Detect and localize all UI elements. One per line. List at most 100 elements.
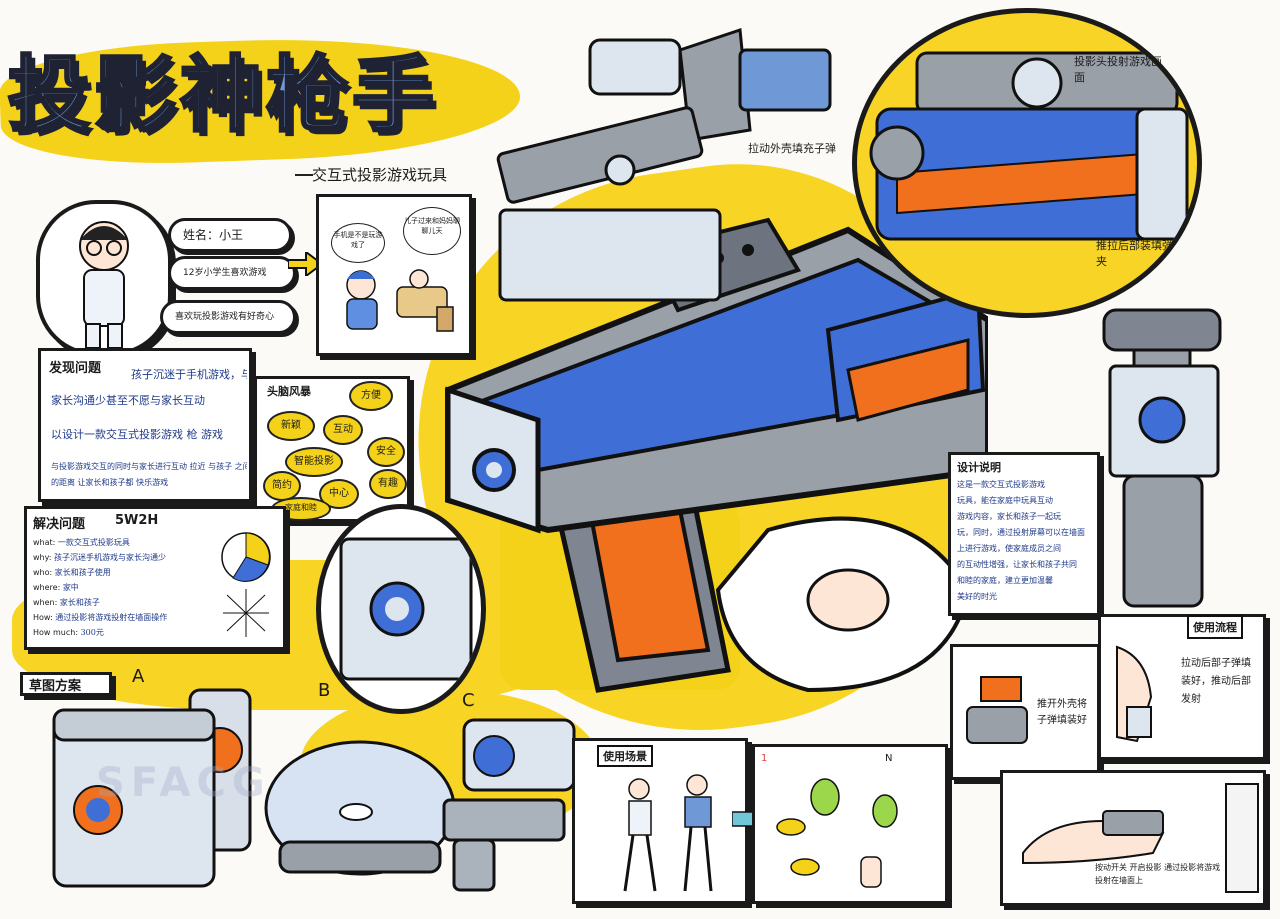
sketch-header: 草图方案: [20, 672, 112, 696]
problem-line-3: 以设计一款交互式投影游戏 枪 游戏: [51, 428, 223, 441]
callout-projection-head: 投影头投射游戏画面: [1074, 55, 1162, 84]
usage-step-3-text: 按动开关 开启投影 通过投影将游戏投射在墙面上: [1095, 863, 1221, 885]
detail-lens-drawing: [339, 537, 473, 681]
speech-bubble-parent-text: 儿子过来和妈妈聊聊儿天: [404, 217, 460, 235]
watermark: SFACG: [96, 760, 271, 806]
detail-barrel-drawing: [869, 51, 1189, 241]
design-note-line-5: 上进行游戏，使家庭成员之间: [957, 544, 1061, 553]
mindmap-node-5: 智能投影: [285, 447, 343, 477]
sketch-b-drawing: [264, 740, 456, 876]
projector-gun-illustration: [445, 217, 988, 693]
solve-row: why: 孩子沉迷手机游戏与家长沟通少: [33, 550, 209, 565]
solve-key: where:: [33, 583, 61, 592]
solve-row: who: 家长和孩子使用: [33, 565, 209, 580]
sketch-c-drawing: [442, 718, 576, 892]
solve-value: 通过投影将游戏投射在墙面操作: [55, 613, 168, 622]
solve-value: 一款交互式投影玩具: [57, 538, 130, 547]
solve-list: what: 一款交互式投影玩具 why: 孩子沉迷手机游戏与家长沟通少 who:…: [33, 535, 209, 640]
design-note-header: 设计说明: [957, 461, 1001, 474]
detail-circle-left: [316, 504, 486, 714]
design-note-panel: 设计说明 这是一款交互式投影游戏 玩具，能在家庭中玩具互动 游戏内容，家长和孩子…: [948, 452, 1100, 616]
speech-bubble-child-text: 手机是不是玩游戏了: [333, 231, 383, 249]
solve-value: 300元: [80, 628, 104, 637]
problem-line-5: 的距离 让家长和孩子都 快乐游戏: [51, 478, 169, 487]
game-screen-panel: 1 N: [752, 744, 948, 904]
mindmap-node-4: 方便: [349, 381, 393, 411]
solve-row: what: 一款交互式投影玩具: [33, 535, 209, 550]
pie-and-compass-sketch: [221, 532, 271, 637]
usage-step-1-panel: 推开外壳将子弹填装好: [950, 644, 1100, 780]
design-note-line-2: 玩具，能在家庭中玩具互动: [957, 496, 1053, 505]
callout-slide-rear: 推拉后部装填弹夹: [1096, 239, 1173, 268]
usage-step-2-panel: 使用流程 拉动后部子弹填装好，推动后部发射: [1098, 614, 1266, 760]
side-view-drawing: [1102, 308, 1222, 608]
solve-row: How much: 300元: [33, 625, 209, 640]
mindmap-node-9: 家庭和睦: [271, 497, 331, 521]
scenario-people-drawing: [623, 774, 713, 892]
solve-row: How: 通过投影将游戏投射在墙面操作: [33, 610, 209, 625]
speech-bubble-parent: 儿子过来和妈妈聊聊儿天: [403, 207, 461, 255]
mindmap-node-1: 新颖: [267, 411, 315, 441]
solve-header: 解决问题: [33, 517, 86, 532]
problem-header: 发现问题: [49, 361, 102, 376]
wall-panel-icon: [1225, 783, 1259, 893]
usage-step-2-text: 拉动后部子弹填装好，推动后部发射: [1181, 658, 1251, 705]
mindmap-node-6: 简约: [263, 471, 301, 501]
solve-key: who:: [33, 568, 53, 577]
design-note-line-3: 游戏内容，家长和孩子一起玩: [957, 512, 1061, 521]
solve-value: 家长和孩子使用: [54, 568, 111, 577]
top-projector-sketch: [496, 27, 832, 302]
scene-panel: 手机是不是玩游戏了 儿子过来和妈妈聊聊儿天: [316, 194, 472, 356]
problem-line-4: 与投影游戏交互的同时与家长进行互动 拉近 与孩子 之间: [51, 462, 247, 471]
design-note-line-7: 和睦的家庭，建立更加温馨: [957, 576, 1053, 585]
usage-step-3-panel: 按动开关 开启投影 通过投影将游戏投射在墙面上: [1000, 770, 1266, 906]
solve-row: when: 家长和孩子: [33, 595, 209, 610]
problem-line-1: 孩子沉迷于手机游戏，与: [131, 368, 247, 381]
poster-title: 投影神枪手: [6, 47, 439, 145]
profile-line-3: 喜欢玩投影游戏有好奇心: [160, 300, 296, 334]
profile-name: 姓名：小王: [168, 218, 292, 252]
arrow-right-icon: [288, 252, 322, 276]
design-note-line-8: 美好的时光: [957, 592, 997, 601]
solve-value: 孩子沉迷手机游戏与家长沟通少: [54, 553, 167, 562]
poster-subtitle: 交互式投影游戏玩具: [312, 166, 448, 184]
speech-bubble-child: 手机是不是玩游戏了: [331, 223, 385, 263]
profile-avatar: [36, 200, 172, 356]
usage-step-1-text: 推开外壳将子弹填装好: [1037, 699, 1087, 726]
child-figure-drawing: [79, 221, 129, 349]
mindmap-node-2: 互动: [323, 415, 363, 445]
usage-step-2-drawing: [1116, 645, 1153, 743]
family-scene-drawing: [346, 269, 454, 332]
solve-key: How much:: [33, 628, 79, 637]
subtitle-dash: [295, 174, 313, 176]
usage-header: 使用流程: [1187, 615, 1243, 639]
usage-step-3-drawing: [1022, 810, 1165, 865]
design-note-line-6: 的互动性增强，让家长和孩子共同: [957, 560, 1077, 569]
detail-circle-top-right: [852, 8, 1202, 318]
problem-line-2: 家长沟通少甚至不愿与家长互动: [51, 394, 205, 407]
design-note-line-4: 玩，同时，通过投射屏幕可以在墙面: [957, 528, 1085, 537]
scenario-panel: 使用场景: [572, 738, 748, 904]
solve-key: How:: [33, 613, 53, 622]
solve-key: why:: [33, 553, 52, 562]
sketch-label-c: C: [462, 690, 475, 711]
game-level-label: N: [885, 753, 893, 764]
callout-pull-shell: 拉动外壳填充子弹: [748, 142, 836, 155]
profile-line-2: 12岁小学生喜欢游戏: [168, 256, 296, 290]
sketch-label-b: B: [318, 680, 331, 701]
mindmap-header: 头脑风暴: [267, 385, 311, 398]
scenario-header: 使用场景: [597, 745, 653, 767]
solve-row: where: 家中: [33, 580, 209, 595]
problem-panel: 发现问题 孩子沉迷于手机游戏，与 家长沟通少甚至不愿与家长互动 以设计一款交互式…: [38, 348, 252, 502]
sketch-a-drawing: [52, 688, 252, 888]
solve-key: what:: [33, 538, 56, 547]
mindmap-node-3: 安全: [367, 437, 405, 467]
game-aliens-drawing: [776, 778, 898, 888]
mindmap-node-7: 有趣: [369, 469, 407, 499]
usage-step-1-drawing: [966, 676, 1028, 744]
solve-method: 5W2H: [115, 513, 159, 528]
solve-value: 家长和孩子: [59, 598, 100, 607]
solve-key: when:: [33, 598, 58, 607]
solve-panel: 解决问题 5W2H what: 一款交互式投影玩具 why: 孩子沉迷手机游戏与…: [24, 506, 286, 650]
game-score-counter: 1: [761, 753, 768, 764]
